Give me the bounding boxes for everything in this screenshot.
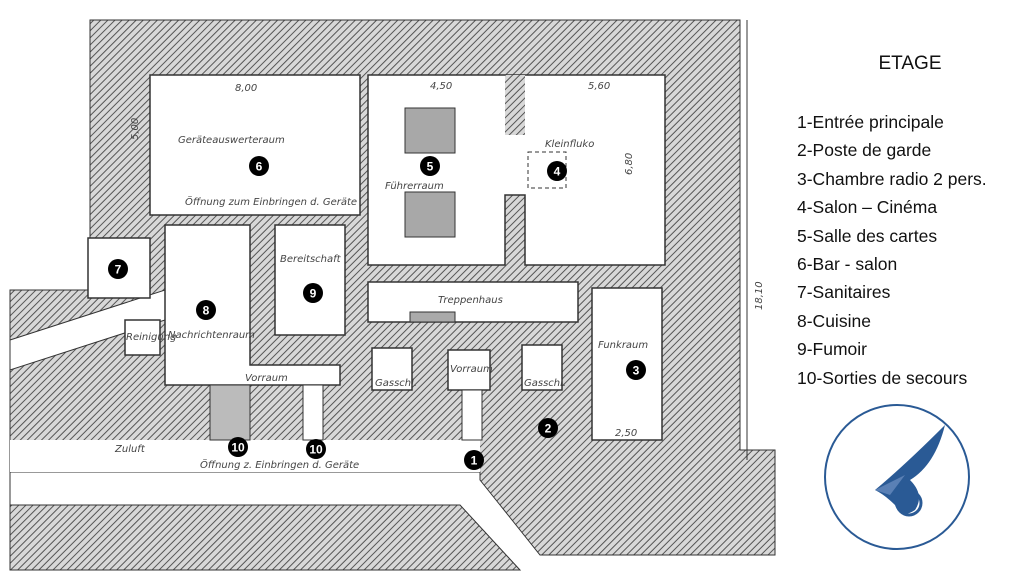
marker-9: 9 bbox=[303, 283, 323, 303]
eagle-stamp bbox=[824, 404, 970, 550]
room-6 bbox=[149, 74, 361, 216]
floor-plan: Geräteauswerteraum Öffnung zum Einbringe… bbox=[9, 19, 776, 571]
stairs bbox=[209, 311, 483, 441]
legend-item: 10-Sorties de secours bbox=[797, 367, 968, 388]
eagle-icon bbox=[875, 425, 945, 514]
svg-text:1: 1 bbox=[471, 454, 478, 468]
label-zuluft: Zuluft bbox=[114, 444, 146, 455]
label-stair: Treppenhaus bbox=[438, 295, 503, 306]
stairwell bbox=[367, 281, 579, 323]
dim-8: 8,00 bbox=[235, 83, 257, 94]
label-r9: Bereitschaft bbox=[280, 254, 342, 265]
svg-text:5: 5 bbox=[427, 160, 434, 174]
legend-item: 3-Chambre radio 2 pers. bbox=[797, 168, 987, 189]
marker-2: 2 bbox=[538, 418, 558, 438]
marker-10a: 10 bbox=[228, 437, 248, 457]
svg-text:4: 4 bbox=[554, 165, 561, 179]
gas-lock-1 bbox=[371, 347, 413, 391]
svg-text:2: 2 bbox=[545, 422, 552, 436]
label-gas1: Gasschl. bbox=[375, 378, 417, 389]
room-3 bbox=[591, 287, 663, 441]
marker-4: 4 bbox=[547, 161, 567, 181]
dim-18: 18,10 bbox=[754, 281, 765, 310]
marker-1: 1 bbox=[464, 450, 484, 470]
table-1 bbox=[404, 107, 456, 154]
svg-text:10: 10 bbox=[231, 441, 245, 455]
legend: 1-Entrée principale 2-Poste de garde 3-C… bbox=[797, 108, 987, 392]
label-r3: Funkraum bbox=[598, 340, 648, 351]
label-r5: Führerraum bbox=[385, 181, 444, 192]
svg-text:6: 6 bbox=[256, 160, 263, 174]
label-vorraum1: Vorraum bbox=[245, 373, 288, 384]
legend-item: 1-Entrée principale bbox=[797, 112, 944, 132]
label-gas2: Gasschl. bbox=[524, 378, 566, 389]
dim-5: 5,00 bbox=[130, 118, 141, 140]
marker-5: 5 bbox=[420, 156, 440, 176]
marker-6: 6 bbox=[249, 156, 269, 176]
gas-lock-2 bbox=[521, 344, 563, 391]
label-r6-note: Öffnung zum Einbringen d. Geräte bbox=[185, 195, 357, 208]
legend-item: 2-Poste de garde bbox=[797, 140, 932, 161]
legend-item: 6-Bar - salon bbox=[797, 254, 898, 275]
room-8 bbox=[164, 224, 341, 386]
svg-text:10: 10 bbox=[309, 443, 323, 457]
dim-6-8: 6,80 bbox=[624, 153, 635, 175]
marker-8: 8 bbox=[196, 300, 216, 320]
legend-item: 7-Sanitaires bbox=[797, 282, 891, 303]
svg-text:9: 9 bbox=[310, 287, 317, 301]
marker-3: 3 bbox=[626, 360, 646, 380]
table-2 bbox=[404, 191, 456, 238]
label-reinigung: Reinigung bbox=[126, 332, 176, 343]
legend-item: 4-Salon – Cinéma bbox=[797, 197, 938, 218]
label-vorraum2: Vorraum bbox=[450, 364, 493, 375]
room-markers: 1 2 3 4 5 6 7 8 9 10 10 bbox=[108, 156, 646, 470]
dim-4-5: 4,50 bbox=[430, 81, 452, 92]
marker-10b: 10 bbox=[306, 439, 326, 459]
dim-2-5: 2,50 bbox=[615, 428, 637, 439]
cleaning-room bbox=[124, 319, 161, 356]
dim-5-6: 5,60 bbox=[588, 81, 610, 92]
marker-7: 7 bbox=[108, 259, 128, 279]
label-r8: Nachrichtenraum bbox=[168, 330, 255, 341]
legend-item: 5-Salle des cartes bbox=[797, 225, 938, 246]
pillar bbox=[505, 75, 525, 135]
label-bottom-note: Öffnung z. Einbringen d. Geräte bbox=[200, 458, 359, 471]
legend-item: 8-Cuisine bbox=[797, 310, 871, 331]
svg-text:7: 7 bbox=[115, 263, 122, 277]
label-r6: Geräteauswerteraum bbox=[178, 135, 285, 146]
label-r4: Kleinfluko bbox=[545, 139, 594, 150]
svg-text:8: 8 bbox=[203, 304, 210, 318]
vestibule bbox=[447, 349, 491, 391]
legend-title: ETAGE bbox=[878, 53, 942, 74]
legend-item: 9-Fumoir bbox=[797, 339, 868, 360]
room-9 bbox=[274, 224, 346, 336]
svg-text:3: 3 bbox=[633, 364, 640, 378]
